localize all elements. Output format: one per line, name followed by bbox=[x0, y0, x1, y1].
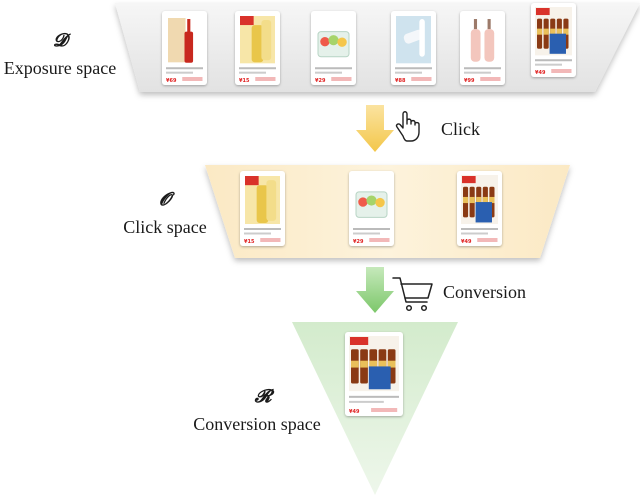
click-space-symbol: 𝓞 bbox=[159, 189, 175, 210]
fruit-box-icon bbox=[355, 191, 388, 218]
conversion-space-label: Conversion space bbox=[193, 414, 320, 434]
click-arrow bbox=[356, 105, 394, 152]
price-text: ¥49 bbox=[461, 239, 472, 245]
click-product-card: ¥15 bbox=[240, 171, 285, 246]
exposure-product-card: ¥88 bbox=[391, 11, 436, 85]
click-product-card: ¥29 bbox=[349, 171, 394, 246]
shopping-cart-icon bbox=[392, 277, 433, 312]
conversion-arrow bbox=[356, 267, 394, 313]
price-text: ¥88 bbox=[395, 78, 406, 84]
price-text: ¥15 bbox=[239, 78, 250, 84]
beer-case-icon bbox=[461, 175, 498, 224]
exposure-product-card: ¥99 bbox=[460, 11, 505, 85]
exposure-product-card: ¥49 bbox=[531, 3, 576, 77]
price-text: ¥29 bbox=[353, 239, 364, 245]
price-text: ¥99 bbox=[464, 78, 475, 84]
conversion-product-cards: ¥49 bbox=[345, 332, 403, 416]
exposure-product-card: ¥29 bbox=[311, 11, 356, 85]
exposure-product-card: ¥69 bbox=[162, 11, 207, 85]
price-text: ¥49 bbox=[349, 409, 360, 415]
fruit-box-icon bbox=[317, 31, 350, 58]
exposure-product-cards: ¥69 ¥15 ¥29 ¥88 ¥99 ¥49 bbox=[162, 3, 576, 85]
click-action-label: Click bbox=[441, 119, 480, 139]
skincare-tube-icon bbox=[396, 16, 431, 64]
beer-case-icon bbox=[349, 336, 399, 392]
exposure-space-symbol: 𝓓 bbox=[53, 30, 71, 51]
price-text: ¥15 bbox=[244, 239, 255, 245]
conversion-product-card: ¥49 bbox=[345, 332, 403, 416]
click-space-label: Click space bbox=[123, 217, 206, 237]
click-product-cards: ¥15 ¥29 ¥49 bbox=[240, 171, 502, 246]
exposure-space-label: Exposure space bbox=[4, 58, 116, 78]
conversion-space-symbol: 𝓡 bbox=[254, 386, 275, 407]
tea-drink-icon bbox=[245, 176, 280, 224]
pointing-hand-icon bbox=[395, 111, 420, 142]
liquor-bottle-icon bbox=[168, 18, 194, 63]
lotion-bottles-icon bbox=[470, 19, 495, 62]
price-text: ¥49 bbox=[535, 70, 546, 76]
conversion-action-label: Conversion bbox=[443, 282, 526, 302]
price-text: ¥69 bbox=[166, 78, 177, 84]
click-product-card: ¥49 bbox=[457, 171, 502, 246]
tea-drink-icon bbox=[240, 16, 275, 64]
exposure-product-card: ¥15 bbox=[235, 11, 280, 85]
beer-case-icon bbox=[535, 7, 572, 56]
price-text: ¥29 bbox=[315, 78, 326, 84]
